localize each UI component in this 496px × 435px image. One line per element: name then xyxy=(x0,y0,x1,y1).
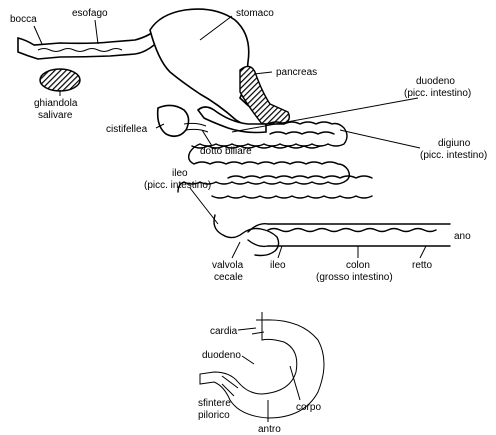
small-intestine-coils xyxy=(177,121,351,193)
label-cardia: cardia xyxy=(210,326,238,337)
pyloric-sphincter-mark xyxy=(221,375,239,389)
label-digiuno-1: digiuno xyxy=(438,138,471,149)
esophagus-wave xyxy=(37,48,123,52)
label-antro: antro xyxy=(258,424,281,435)
small-intestine-coils-inner xyxy=(191,131,373,199)
label-sfintere-2: pilorico xyxy=(198,410,230,421)
label-cistifellea: cistifellea xyxy=(106,124,148,135)
duodenum xyxy=(196,106,267,134)
bile-duct xyxy=(183,122,209,133)
label-ileo-top-1: ileo xyxy=(172,168,188,179)
cardia-mark xyxy=(251,312,272,335)
label-duodeno-2: (picc. intestino) xyxy=(404,88,471,99)
salivary-gland xyxy=(39,68,81,92)
label-colon-2: (grosso intestino) xyxy=(316,272,393,283)
label-ano: ano xyxy=(454,231,471,242)
label-dotto-biliare: dotto biliare xyxy=(200,146,252,157)
label-digiuno-2: (picc. intestino) xyxy=(420,150,487,161)
label-duodeno-1: duodeno xyxy=(416,76,455,87)
leader-lines xyxy=(33,15,427,259)
label-corpo: corpo xyxy=(296,402,321,413)
ileum-loop xyxy=(213,214,280,257)
label-stomaco: stomaco xyxy=(236,8,274,19)
label-bocca: bocca xyxy=(10,14,37,25)
stomach-detail: cardia duodeno sfintere pilorico corpo a… xyxy=(198,312,325,435)
label-pancreas: pancreas xyxy=(276,67,317,78)
mouth-esophagus-tube xyxy=(17,26,167,60)
label-retto: retto xyxy=(412,260,432,271)
label-ghiandola-2: salivare xyxy=(38,110,73,121)
label-ghiandola-1: ghiandola xyxy=(34,98,78,109)
gallbladder xyxy=(156,104,190,138)
label-valvola-2: cecale xyxy=(214,272,243,283)
label-valvola-1: valvola xyxy=(212,260,244,271)
label-colon-1: colon xyxy=(346,260,370,271)
label-esofago: esofago xyxy=(72,8,108,19)
pancreas xyxy=(239,65,291,125)
label-ileo-top-2: (picc. intestino) xyxy=(144,180,211,191)
label-sfintere-1: sfintere xyxy=(198,398,231,409)
label-ileo-bottom: ileo xyxy=(270,260,286,271)
stomach-outline xyxy=(199,319,325,419)
label-duodeno-detail: duodeno xyxy=(202,350,241,361)
colon xyxy=(267,223,451,247)
cecal-valve xyxy=(247,222,269,248)
